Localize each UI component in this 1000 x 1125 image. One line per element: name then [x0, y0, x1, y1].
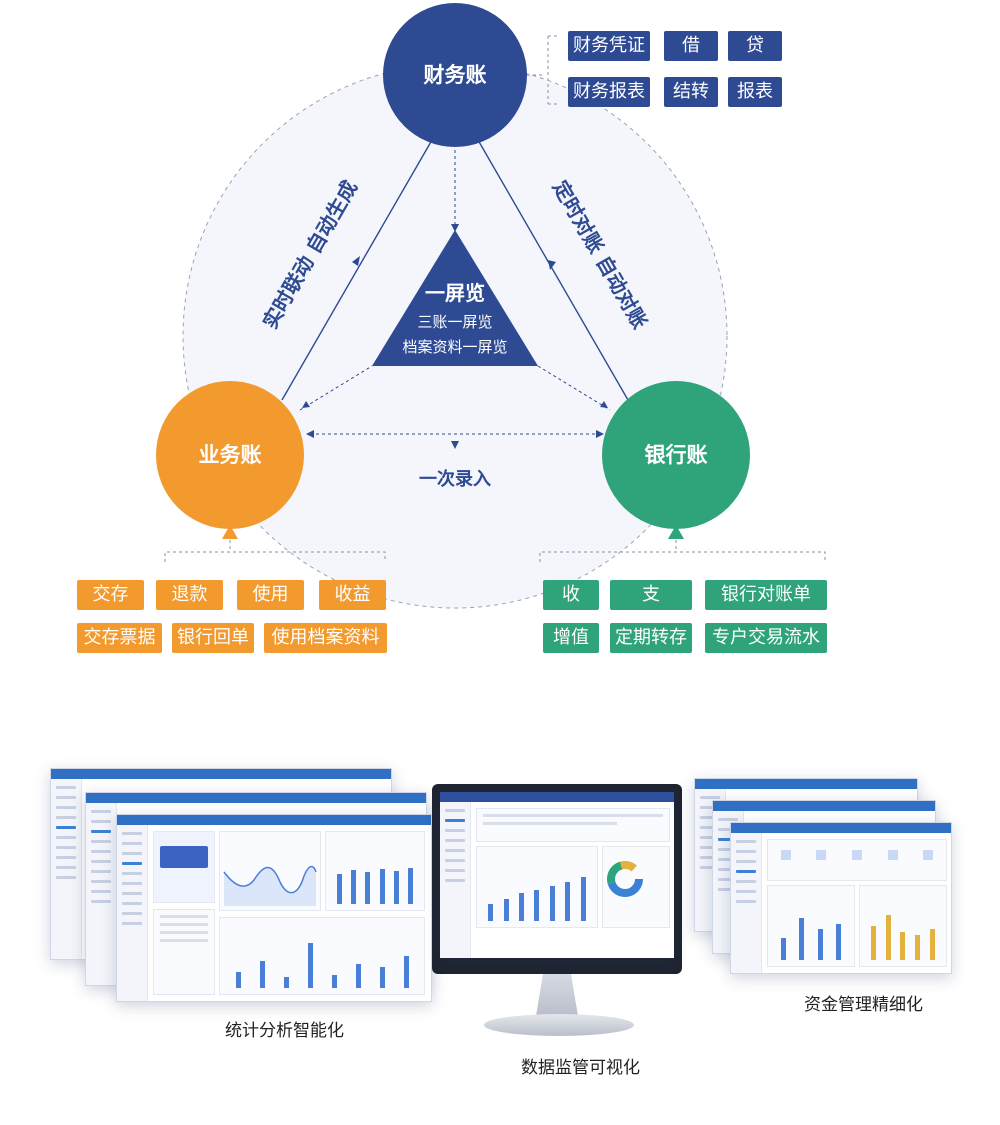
monitor-neck: [536, 974, 578, 1016]
center-line-1: 三账一屏览: [417, 313, 492, 331]
tag-debit: 借: [664, 31, 718, 61]
monitor-base: [484, 1014, 634, 1036]
dash-center-business: [299, 365, 373, 411]
tag-report: 报表: [728, 77, 782, 107]
center-line-2: 档案资料一屏览: [402, 338, 507, 356]
tag-credit: 贷: [728, 31, 782, 61]
node-business: [156, 381, 304, 529]
tag-fixed-transfer: 定期转存: [610, 623, 692, 653]
node-bank: [602, 381, 750, 529]
node-bank-label: 银行账: [645, 443, 708, 467]
tag-carry-over: 结转: [664, 77, 718, 107]
tag-use-archives: 使用档案资料: [264, 623, 387, 653]
tag-finance-report: 财务报表: [568, 77, 650, 107]
edge-finance-business: [281, 139, 433, 401]
screen-left-front: [116, 814, 432, 1002]
tag-bank-statement: 银行对账单: [705, 580, 827, 610]
tag-bank-receipt: 银行回单: [172, 623, 254, 653]
tag-deposit: 交存: [77, 580, 144, 610]
dash-center-bank: [537, 365, 611, 411]
screen-right-front: [730, 822, 952, 974]
center-title: 一屏览: [425, 281, 485, 305]
node-finance-label: 财务账: [424, 63, 487, 87]
tag-special-account-flow: 专户交易流水: [705, 623, 827, 653]
monitor-screen: [440, 792, 674, 958]
three-ledger-diagram: 一屏览 三账一屏览 档案资料一屏览 实时联动 自动生成 定时对账 自动对账 一次…: [156, 3, 826, 609]
tag-pay: 支: [610, 580, 692, 610]
tag-finance-voucher: 财务凭证: [568, 31, 650, 61]
arrow-right-edge: [548, 260, 556, 270]
tag-appreciation: 增值: [543, 623, 599, 653]
node-business-label: 业务账: [199, 443, 262, 467]
caption-fund-management: 资金管理精细化: [804, 995, 923, 1015]
edge-label-bottom: 一次录入: [419, 468, 491, 490]
caption-statistics: 统计分析智能化: [225, 1021, 344, 1041]
tag-receive: 收: [543, 580, 599, 610]
tag-refund: 退款: [156, 580, 223, 610]
tag-income: 收益: [319, 580, 386, 610]
arrow-left-edge: [352, 256, 360, 266]
caption-monitoring: 数据监管可视化: [521, 1058, 640, 1078]
edge-finance-bank: [477, 139, 629, 401]
node-finance: [383, 3, 527, 147]
tag-use: 使用: [237, 580, 304, 610]
center-triangle: [372, 230, 538, 366]
tag-deposit-bill: 交存票据: [77, 623, 162, 653]
